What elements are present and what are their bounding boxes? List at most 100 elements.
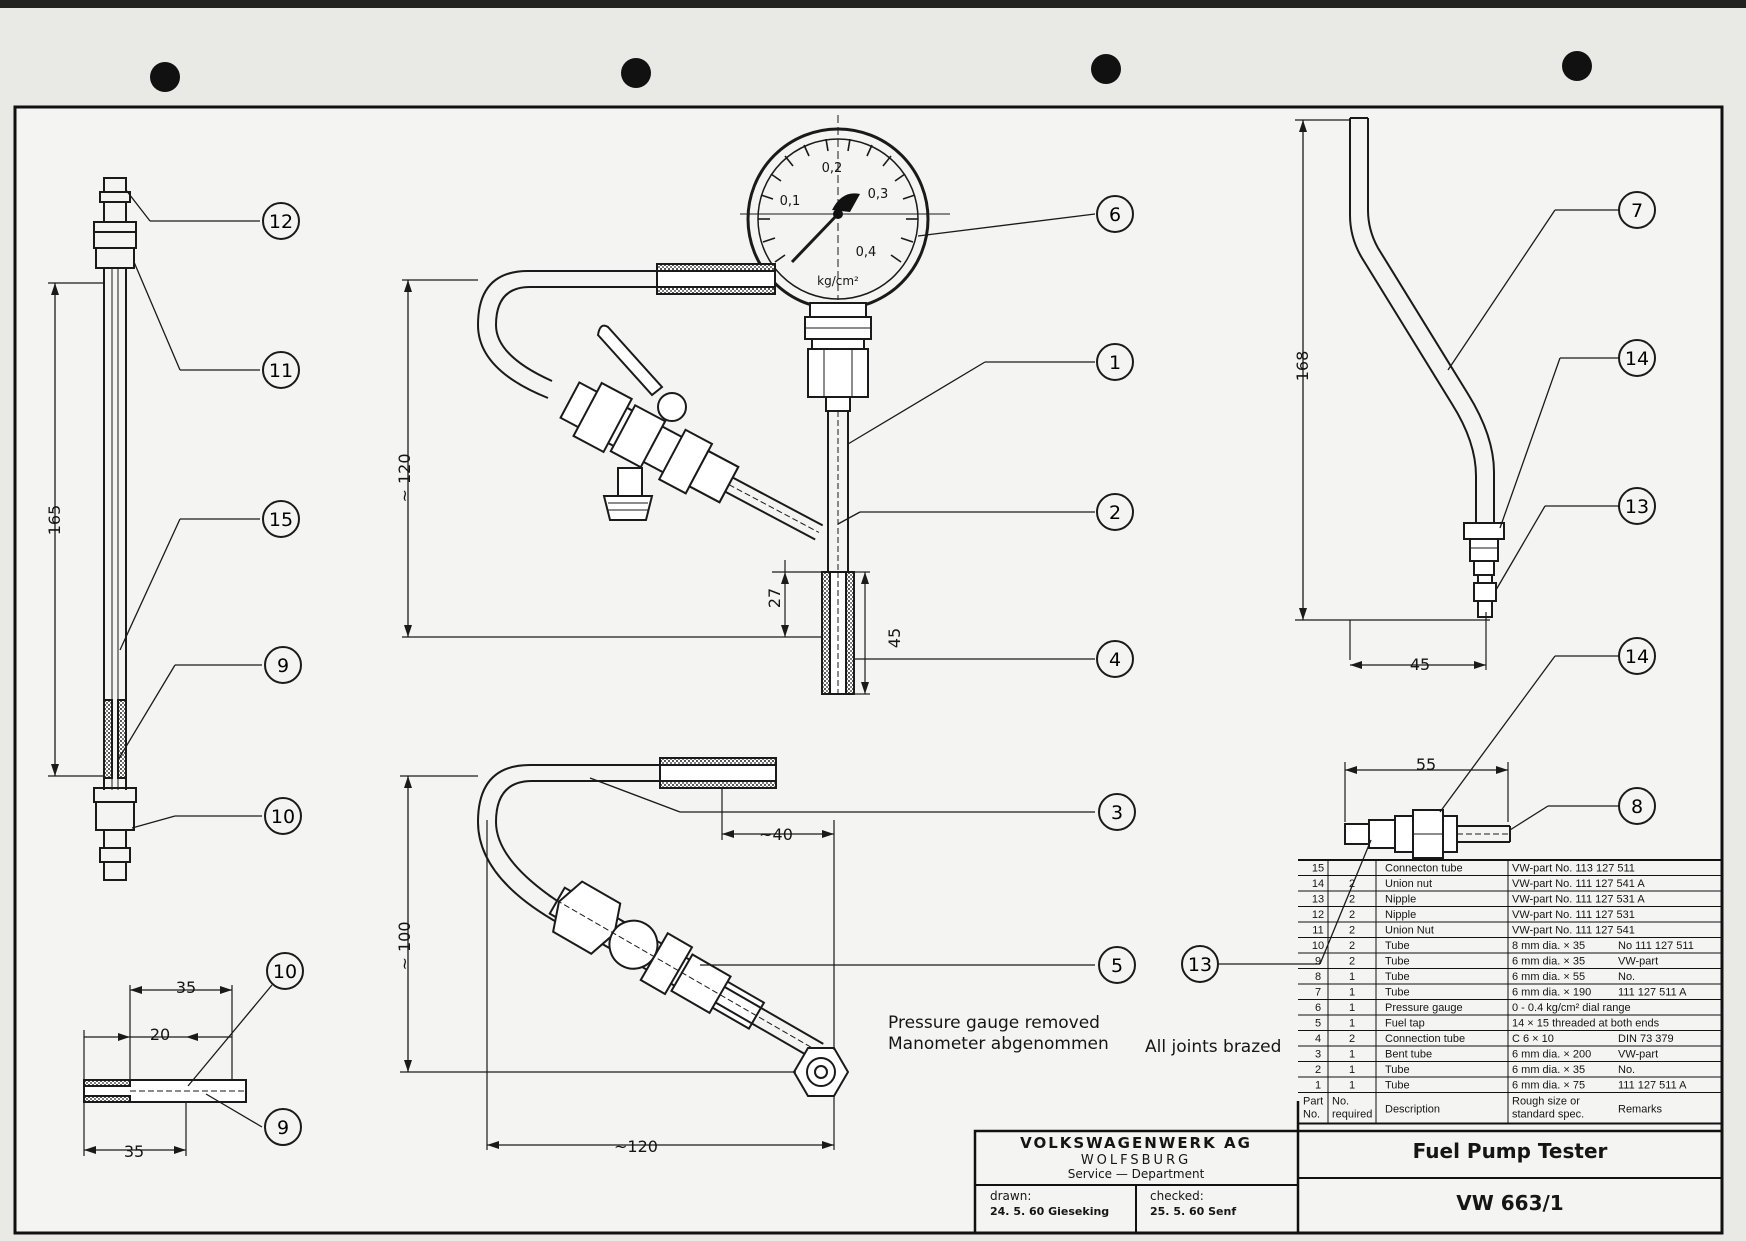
department: Service — Department bbox=[1068, 1167, 1205, 1181]
punch-hole bbox=[1562, 51, 1592, 81]
parts-row-remarks: VW-part bbox=[1618, 1049, 1658, 1061]
callout-9-detail: 9 bbox=[264, 1108, 302, 1146]
bent-tube-assembly bbox=[400, 757, 850, 1150]
gauge-label-0-4: 0,4 bbox=[856, 245, 877, 260]
punch-hole bbox=[621, 58, 651, 88]
parts-row-qty: 2 bbox=[1349, 940, 1355, 952]
svg-text:13: 13 bbox=[1625, 496, 1649, 518]
parts-row-spec: VW-part No. 111 127 541 A bbox=[1512, 878, 1645, 890]
callout-11: 11 bbox=[262, 351, 300, 389]
callout-3: 3 bbox=[1098, 793, 1136, 831]
note-removed-en: Pressure gauge removed bbox=[888, 1013, 1100, 1033]
parts-row-spec: VW-part No. 111 127 531 A bbox=[1512, 894, 1645, 906]
parts-row-spec: 6 mm dia. × 200 bbox=[1512, 1049, 1591, 1061]
company-city: WOLFSBURG bbox=[1081, 1153, 1191, 1168]
parts-row-spec: 6 mm dia. × 35 bbox=[1512, 1064, 1585, 1076]
parts-row-qty: 2 bbox=[1349, 1033, 1355, 1045]
callout-15: 15 bbox=[262, 500, 300, 538]
parts-row-qty: 2 bbox=[1349, 925, 1355, 937]
parts-row-spec: C 6 × 10 bbox=[1512, 1033, 1554, 1045]
svg-text:11: 11 bbox=[269, 360, 293, 382]
tube-detail-9-10 bbox=[83, 984, 273, 1156]
svg-text:3: 3 bbox=[1111, 802, 1123, 824]
callout-10-detail: 10 bbox=[266, 952, 304, 990]
callout-1: 1 bbox=[1096, 343, 1134, 381]
parts-row-spec: 8 mm dia. × 35 bbox=[1512, 940, 1585, 952]
parts-row-remarks: 111 127 511 A bbox=[1618, 1080, 1687, 1092]
callout-10: 10 bbox=[264, 797, 302, 835]
callout-8: 8 bbox=[1618, 787, 1656, 825]
parts-row-part-no: 11 bbox=[1312, 925, 1323, 937]
parts-row-part-no: 15 bbox=[1312, 863, 1324, 875]
svg-text:2: 2 bbox=[1109, 502, 1121, 524]
parts-row-remarks: No 111 127 511 bbox=[1618, 940, 1694, 952]
callout-14-detail: 14 bbox=[1618, 637, 1656, 675]
svg-text:5: 5 bbox=[1111, 955, 1123, 977]
callout-13-detail: 13 bbox=[1181, 945, 1219, 983]
parts-row-remarks: VW-part bbox=[1618, 956, 1658, 968]
parts-row-description: Union Nut bbox=[1385, 925, 1434, 937]
header-required: required bbox=[1332, 1109, 1372, 1121]
note-all-joints-brazed: All joints brazed bbox=[1145, 1037, 1281, 1057]
parts-row-part-no: 13 bbox=[1312, 894, 1324, 906]
parts-row-spec: 0 - 0.4 kg/cm² dial range bbox=[1512, 1002, 1631, 1014]
callout-12: 12 bbox=[262, 202, 300, 240]
parts-row-description: Tube bbox=[1385, 987, 1410, 999]
svg-text:14: 14 bbox=[1625, 348, 1649, 370]
parts-row-spec: 6 mm dia. × 55 bbox=[1512, 971, 1585, 983]
svg-text:7: 7 bbox=[1631, 200, 1643, 222]
parts-row-description: Bent tube bbox=[1385, 1049, 1432, 1061]
parts-row-spec: 6 mm dia. × 190 bbox=[1512, 987, 1591, 999]
svg-text:10: 10 bbox=[273, 961, 297, 983]
header-remarks: Remarks bbox=[1618, 1104, 1663, 1116]
parts-row-remarks: No. bbox=[1618, 1064, 1635, 1076]
checked-value: 25. 5. 60 Senf bbox=[1150, 1205, 1236, 1218]
dim-35-top: 35 bbox=[176, 978, 196, 997]
parts-row-part-no: 3 bbox=[1315, 1049, 1321, 1061]
header-spec-2: standard spec. bbox=[1512, 1109, 1584, 1121]
svg-text:9: 9 bbox=[277, 655, 289, 677]
gauge-label-0-3: 0,3 bbox=[868, 187, 889, 202]
drawing-title: Fuel Pump Tester bbox=[1413, 1139, 1608, 1163]
parts-row-description: Tube bbox=[1385, 940, 1410, 952]
parts-row-remarks: 111 127 511 A bbox=[1618, 987, 1687, 999]
parts-row-spec: 14 × 15 threaded at both ends bbox=[1512, 1018, 1660, 1030]
callout-4: 4 bbox=[1096, 640, 1134, 678]
drawn-value: 24. 5. 60 Gieseking bbox=[990, 1205, 1109, 1218]
parts-row-spec: 6 mm dia. × 75 bbox=[1512, 1080, 1585, 1092]
parts-row-qty: 1 bbox=[1349, 971, 1355, 983]
callout-13: 13 bbox=[1618, 487, 1656, 525]
punch-hole bbox=[1091, 54, 1121, 84]
parts-row-description: Connecton tube bbox=[1385, 863, 1463, 875]
parts-row-description: Connection tube bbox=[1385, 1033, 1465, 1045]
parts-row-part-no: 10 bbox=[1312, 940, 1324, 952]
svg-text:12: 12 bbox=[269, 211, 293, 233]
punch-hole bbox=[150, 62, 180, 92]
parts-row-description: Tube bbox=[1385, 1080, 1410, 1092]
gauge-assembly bbox=[402, 115, 950, 695]
parts-row-qty: 2 bbox=[1349, 894, 1355, 906]
dim-20: 20 bbox=[150, 1025, 170, 1044]
svg-text:14: 14 bbox=[1625, 646, 1649, 668]
parts-row-qty: 1 bbox=[1349, 987, 1355, 999]
parts-row-remarks: No. bbox=[1618, 971, 1635, 983]
parts-row-spec: VW-part No. 111 127 541 bbox=[1512, 925, 1635, 937]
bent-tube-7 bbox=[1295, 117, 1505, 670]
callout-7: 7 bbox=[1618, 191, 1656, 229]
dim-40: ~40 bbox=[759, 825, 793, 844]
parts-row-part-no: 14 bbox=[1312, 878, 1324, 890]
svg-text:8: 8 bbox=[1631, 796, 1643, 818]
parts-row-qty: 2 bbox=[1349, 956, 1355, 968]
parts-row-qty: 1 bbox=[1349, 1080, 1355, 1092]
dim-27: 27 bbox=[765, 588, 784, 608]
header-part: Part bbox=[1303, 1096, 1323, 1108]
parts-row-part-no: 1 bbox=[1315, 1080, 1321, 1092]
parts-row-qty: 2 bbox=[1349, 878, 1355, 890]
parts-row-part-no: 12 bbox=[1312, 909, 1324, 921]
checked-label: checked: bbox=[1150, 1189, 1204, 1203]
parts-row-description: Nipple bbox=[1385, 909, 1416, 921]
svg-text:10: 10 bbox=[271, 806, 295, 828]
parts-row-spec: VW-part No. 111 127 531 bbox=[1512, 909, 1635, 921]
